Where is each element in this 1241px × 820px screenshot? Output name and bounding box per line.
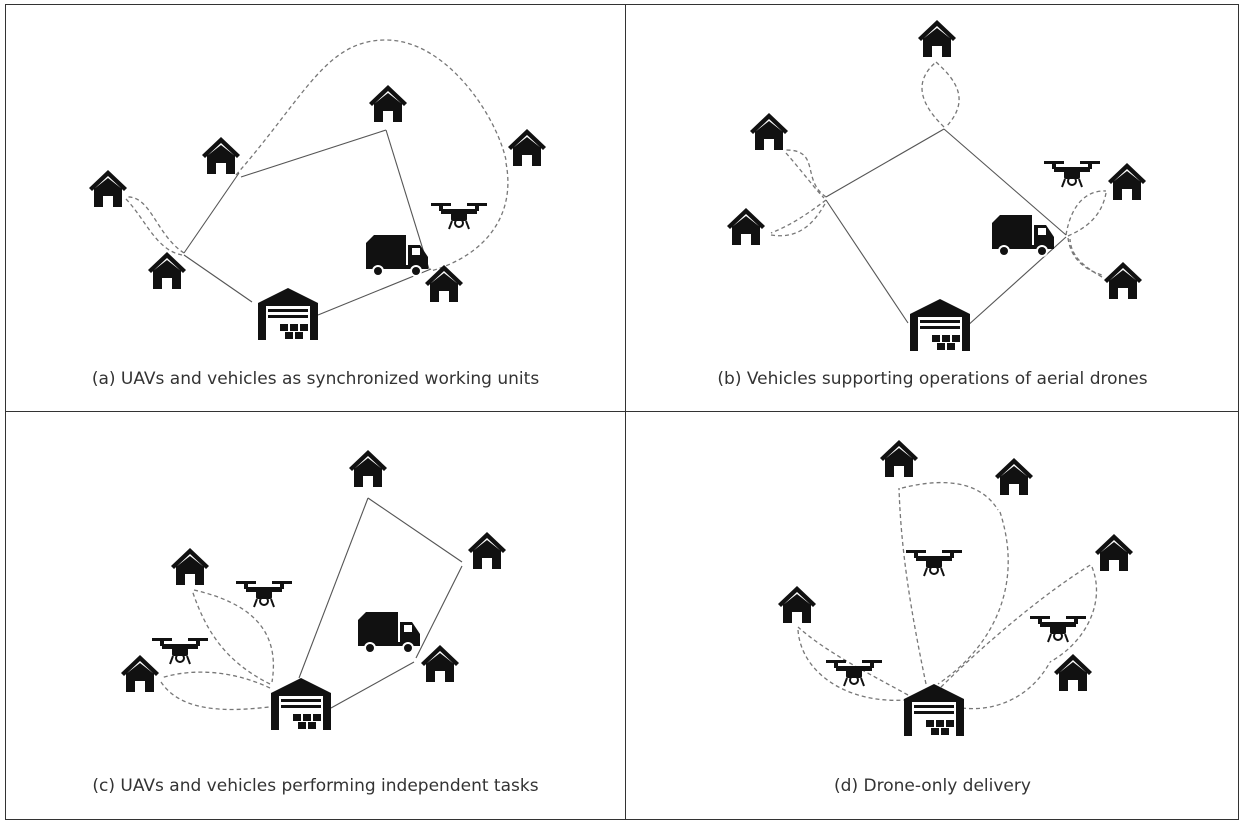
vehicle-route bbox=[183, 254, 253, 303]
drone-route bbox=[785, 152, 825, 199]
vehicle-route bbox=[317, 268, 432, 316]
house-icon bbox=[121, 655, 159, 692]
vehicle-route bbox=[415, 565, 463, 659]
drone-route bbox=[921, 61, 945, 128]
warehouse-icon bbox=[271, 678, 331, 730]
house-icon bbox=[349, 450, 387, 487]
drone-icon bbox=[1044, 161, 1100, 188]
drone-route bbox=[961, 661, 1051, 710]
vehicle-route bbox=[825, 128, 945, 198]
drone-icon bbox=[236, 581, 292, 608]
truck-icon bbox=[992, 215, 1054, 257]
drone-route bbox=[1069, 238, 1103, 278]
vehicle-route bbox=[965, 236, 1067, 328]
vehicle-route bbox=[385, 129, 430, 270]
drone-route bbox=[191, 589, 271, 685]
drone-route bbox=[898, 487, 927, 685]
house-icon bbox=[1108, 163, 1146, 200]
house-icon bbox=[369, 85, 407, 122]
house-icon bbox=[425, 265, 463, 302]
panel-c: (c) UAVs and vehicles performing indepen… bbox=[6, 412, 625, 820]
house-icon bbox=[995, 458, 1033, 495]
house-icon bbox=[468, 532, 506, 569]
panel-a: (a) UAVs and vehicles as synchronized wo… bbox=[6, 5, 625, 411]
caption-c: (c) UAVs and vehicles performing indepen… bbox=[92, 776, 539, 796]
drone-route bbox=[193, 589, 274, 683]
vehicle-route bbox=[298, 497, 369, 679]
house-icon bbox=[89, 170, 127, 207]
panel-d: (d) Drone-only delivery bbox=[626, 412, 1239, 820]
vehicle-route bbox=[825, 199, 909, 324]
house-icon bbox=[1095, 534, 1133, 571]
warehouse-icon bbox=[904, 684, 964, 736]
house-icon bbox=[421, 645, 459, 682]
drone-icon bbox=[826, 660, 882, 687]
drone-icon bbox=[1030, 616, 1086, 643]
panel-b-diagram bbox=[727, 20, 1146, 351]
house-icon bbox=[148, 252, 186, 289]
vehicle-route bbox=[240, 129, 387, 178]
drone-route bbox=[937, 511, 1009, 685]
panel-d-diagram bbox=[778, 440, 1133, 736]
panel-a-diagram bbox=[89, 39, 546, 340]
caption-d: (d) Drone-only delivery bbox=[834, 776, 1031, 796]
house-icon bbox=[508, 129, 546, 166]
warehouse-icon bbox=[910, 299, 970, 351]
drone-route bbox=[797, 629, 907, 701]
caption-b: (b) Vehicles supporting operations of ae… bbox=[717, 369, 1148, 389]
house-icon bbox=[1104, 262, 1142, 299]
house-icon bbox=[880, 440, 918, 477]
drone-route bbox=[1067, 237, 1103, 276]
house-icon bbox=[918, 20, 956, 57]
drone-route bbox=[785, 149, 827, 198]
house-icon bbox=[1054, 654, 1092, 691]
panel-c-diagram bbox=[121, 450, 506, 730]
drone-route bbox=[935, 563, 1093, 693]
drone-route bbox=[1049, 566, 1098, 663]
vehicle-route bbox=[330, 661, 415, 709]
horizontal-divider bbox=[5, 411, 1239, 412]
drone-route bbox=[125, 198, 183, 256]
truck-icon bbox=[358, 612, 420, 654]
drone-route bbox=[1067, 192, 1107, 237]
drone-route bbox=[797, 626, 909, 696]
caption-a: (a) UAVs and vehicles as synchronized wo… bbox=[91, 369, 540, 389]
drone-route bbox=[430, 162, 509, 272]
warehouse-icon bbox=[258, 288, 318, 340]
house-icon bbox=[778, 586, 816, 623]
drone-route bbox=[770, 201, 827, 237]
drone-route bbox=[935, 61, 960, 128]
drone-icon bbox=[906, 550, 962, 577]
vertical-divider bbox=[625, 4, 626, 820]
house-icon bbox=[171, 548, 209, 585]
house-icon bbox=[202, 137, 240, 174]
vehicle-route bbox=[183, 172, 240, 254]
drone-route bbox=[770, 199, 827, 234]
drone-route bbox=[125, 196, 185, 254]
drone-route bbox=[160, 671, 271, 689]
drone-route bbox=[1065, 190, 1107, 236]
vehicle-route bbox=[943, 128, 1067, 236]
drone-route bbox=[901, 482, 999, 511]
vehicle-route bbox=[367, 497, 463, 563]
drone-icon bbox=[431, 203, 487, 230]
drone-route bbox=[235, 39, 507, 176]
drone-icon bbox=[152, 638, 208, 665]
house-icon bbox=[727, 208, 765, 245]
drone-route bbox=[160, 681, 270, 711]
truck-icon bbox=[366, 235, 428, 277]
panel-b: (b) Vehicles supporting operations of ae… bbox=[626, 5, 1239, 411]
house-icon bbox=[750, 113, 788, 150]
